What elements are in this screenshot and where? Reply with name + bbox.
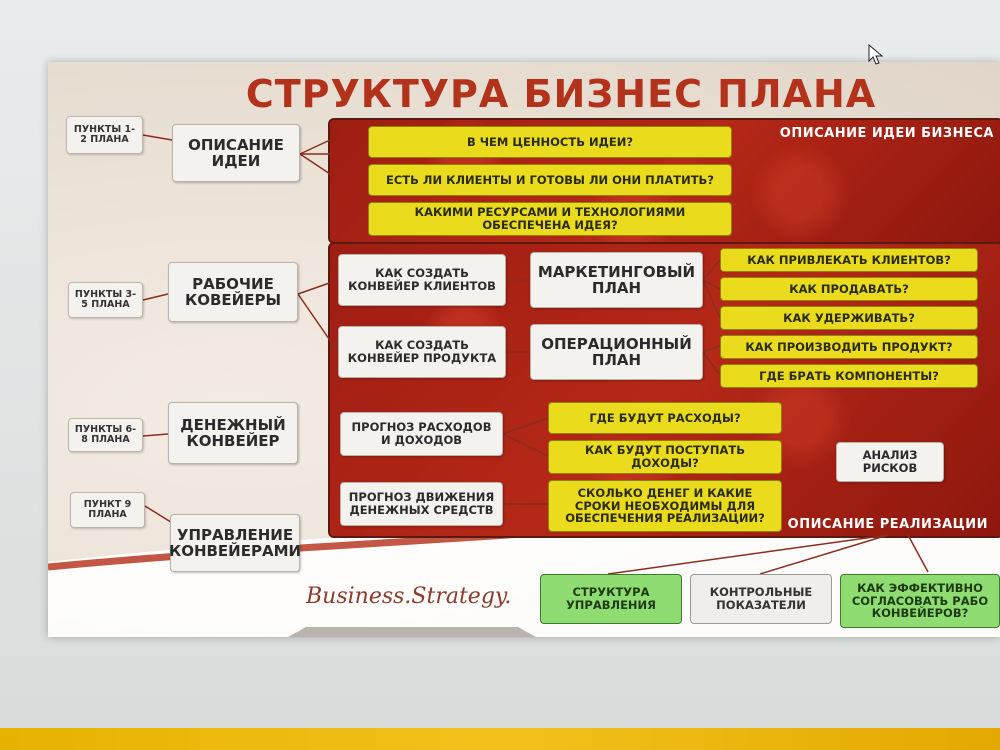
marketing-question-attract: КАК ПРИВЛЕКАТЬ КЛИЕНТОВ? (720, 248, 978, 272)
idea-question-clients: ЕСТЬ ЛИ КЛИЕНТЫ И ГОТОВЫ ЛИ ОНИ ПЛАТИТЬ? (368, 164, 732, 196)
control-indicators-box: КОНТРОЛЬНЫЕ ПОКАЗАТЕЛИ (690, 574, 832, 624)
tag-points-6-8: ПУНКТЫ 6-8 ПЛАНА (68, 418, 143, 452)
marketing-question-retain: КАК УДЕРЖИВАТЬ? (720, 306, 978, 330)
bottom-strip (0, 728, 1000, 750)
tag-points-1-2: ПУНКТЫ 1-2 ПЛАНА (66, 116, 143, 154)
finance-question-expenses: ГДЕ БУДУТ РАСХОДЫ? (548, 402, 782, 434)
management-structure-box: СТРУКТУРА УПРАВЛЕНИЯ (540, 574, 682, 624)
page-title: СТРУКТУРА БИЗНЕС ПЛАНА (245, 72, 877, 116)
section-money-conveyor: ДЕНЕЖНЫЙ КОНВЕЙЕР (168, 402, 298, 464)
realization-panel-label: ОПИСАНИЕ РЕАЛИЗАЦИИ (787, 517, 988, 532)
marketing-question-sell: КАК ПРОДАВАТЬ? (720, 277, 978, 301)
tag-points-3-5: ПУНКТЫ 3-5 ПЛАНА (68, 282, 143, 318)
coordinate-conveyors-box: КАК ЭФФЕКТИВНО СОГЛАСОВАТЬ РАБО КОНВЕЙЕР… (840, 574, 1000, 628)
clients-conveyor-box: КАК СОЗДАТЬ КОНВЕЙЕР КЛИЕНТОВ (338, 254, 506, 306)
risk-analysis-box: АНАЛИЗ РИСКОВ (836, 442, 944, 482)
finance-question-income: КАК БУДУТ ПОСТУПАТЬ ДОХОДЫ? (548, 440, 782, 474)
section-working-conveyors: РАБОЧИЕ КОВЕЙЕРЫ (168, 262, 298, 322)
mouse-cursor-icon (868, 44, 884, 65)
income-expense-forecast-box: ПРОГНОЗ РАСХОДОВ И ДОХОДОВ (340, 412, 503, 456)
finance-question-money-terms: СКОЛЬКО ДЕНЕГ И КАКИЕ СРОКИ НЕОБХОДИМЫ Д… (548, 480, 782, 532)
cashflow-forecast-box: ПРОГНОЗ ДВИЖЕНИЯ ДЕНЕЖНЫХ СРЕДСТВ (340, 482, 503, 526)
idea-question-value: В ЧЕМ ЦЕННОСТЬ ИДЕИ? (368, 126, 732, 158)
operational-question-produce: КАК ПРОИЗВОДИТЬ ПРОДУКТ? (720, 335, 978, 359)
operational-plan-box: ОПЕРАЦИОННЫЙ ПЛАН (530, 324, 703, 380)
product-conveyor-box: КАК СОЗДАТЬ КОНВЕЙЕР ПРОДУКТА (338, 326, 506, 378)
section-idea-description: ОПИСАНИЕ ИДЕИ (172, 124, 300, 182)
marketing-plan-box: МАРКЕТИНГОВЫЙ ПЛАН (530, 252, 703, 308)
slide: СТРУКТУРА БИЗНЕС ПЛАНА ОПИСАНИЕ ИДЕИ БИЗ… (48, 62, 1000, 637)
operational-question-components: ГДЕ БРАТЬ КОМПОНЕНТЫ? (720, 364, 978, 388)
business-strategy-logo: Business.Strategy. (306, 584, 512, 609)
idea-question-resources: КАКИМИ РЕСУРСАМИ И ТЕХНОЛОГИЯМИ ОБЕСПЕЧЕ… (368, 202, 732, 236)
tag-point-9: ПУНКТ 9 ПЛАНА (70, 492, 145, 528)
idea-panel-label: ОПИСАНИЕ ИДЕИ БИЗНЕСА (779, 126, 994, 141)
section-conveyor-management: УПРАВЛЕНИЕ КОНВЕЙЕРАМИ (169, 514, 301, 572)
